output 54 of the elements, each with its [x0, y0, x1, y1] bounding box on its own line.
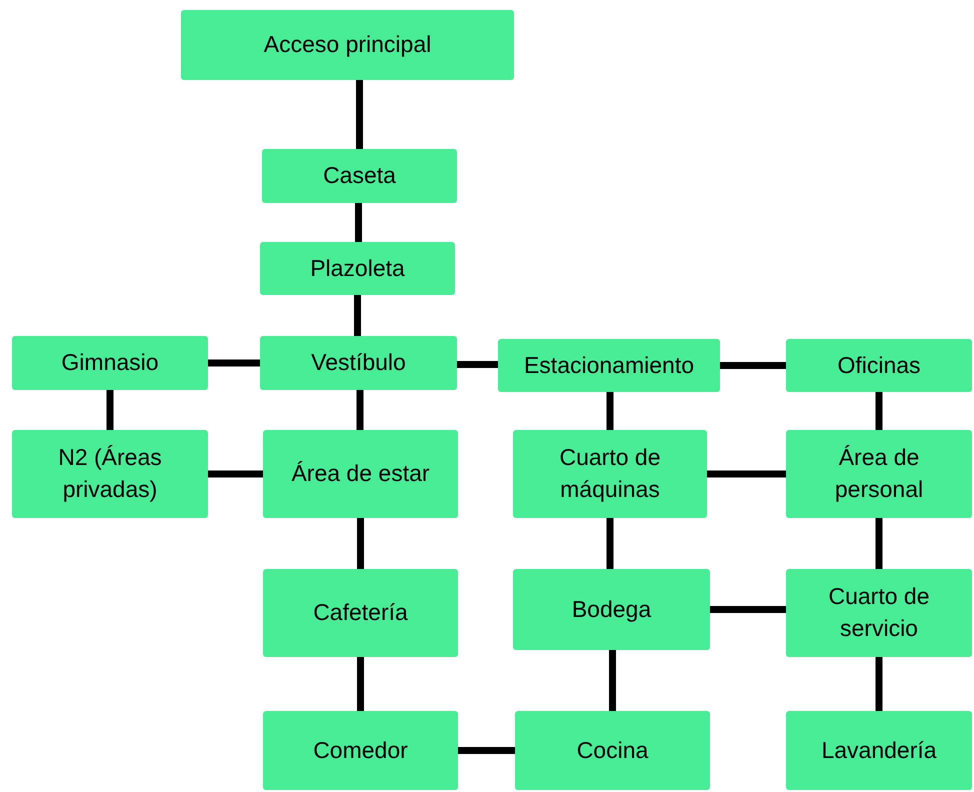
room-box [786, 569, 972, 657]
room-box [513, 430, 707, 518]
room-label: Cuarto de máquinas [558, 443, 662, 504]
room-box [181, 10, 514, 80]
connector-line [876, 657, 882, 711]
connector-line [357, 518, 364, 569]
connector-line [876, 392, 882, 430]
room-box [786, 339, 972, 392]
room-box [260, 336, 457, 390]
room-label: Área de personal [834, 443, 924, 504]
room-label: Plazoleta [310, 254, 405, 283]
connector-line [356, 390, 364, 430]
connector-line [356, 80, 363, 149]
room-box [260, 242, 455, 295]
room-label: N2 (Áreas privadas) [57, 443, 163, 504]
connector-line [609, 650, 616, 711]
room-label: Vestíbulo [311, 348, 406, 378]
room-box [515, 711, 710, 790]
room-label: Lavandería [821, 736, 937, 765]
connector-line [707, 470, 786, 478]
room-label: Cocina [576, 736, 648, 765]
room-box [12, 336, 208, 390]
connector-line [457, 361, 498, 368]
room-label: Cafetería [313, 598, 408, 628]
room-box [12, 430, 208, 518]
room-label: Área de estar [291, 459, 430, 488]
room-label: Cuarto de servicio [827, 582, 930, 643]
room-box [262, 149, 457, 203]
room-box [786, 711, 972, 790]
room-label: Bodega [572, 594, 652, 624]
connector-line [357, 657, 364, 711]
room-box [513, 569, 710, 650]
room-box [263, 711, 458, 790]
room-label: Gimnasio [61, 348, 159, 378]
connector-line [606, 392, 614, 430]
room-label: Caseta [323, 161, 396, 190]
connector-line [106, 390, 114, 430]
connector-line [458, 747, 515, 754]
room-box [263, 569, 458, 657]
room-box [263, 430, 458, 518]
room-box [498, 339, 720, 392]
connector-line [720, 362, 786, 369]
connector-line [606, 518, 614, 569]
room-box [786, 430, 972, 518]
room-label: Acceso principal [264, 30, 432, 60]
connector-line [208, 470, 263, 478]
room-label: Oficinas [837, 350, 921, 380]
connector-line [710, 606, 786, 613]
connector-line [355, 203, 362, 242]
connector-line [876, 518, 882, 569]
connector-line [208, 360, 260, 366]
connector-line [354, 295, 361, 336]
room-label: Comedor [313, 736, 408, 765]
room-label: Estacionamiento [524, 350, 694, 380]
